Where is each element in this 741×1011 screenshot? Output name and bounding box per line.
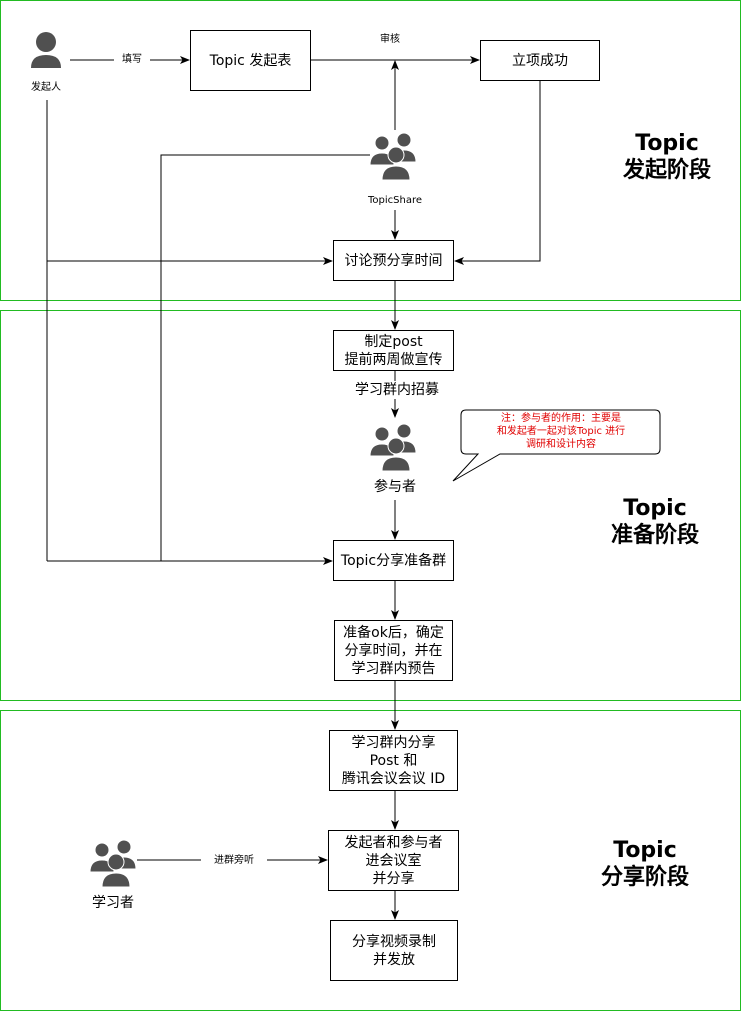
enter-meeting-box: 发起者和参与者 进会议室 并分享 [328, 830, 459, 891]
learners-group-icon [89, 839, 137, 888]
prep-group-box: Topic分享准备群 [333, 540, 454, 581]
share-post-box: 学习群内分享 Post 和 腾讯会议会议 ID [329, 730, 458, 791]
topic-form-box: Topic 发起表 [190, 30, 311, 91]
edge-approved-discuss [454, 81, 541, 265]
stage-title-sharing: Topic 分享阶段 [600, 838, 689, 890]
participants-group-icon [369, 423, 417, 472]
topicshare-group-icon [369, 132, 417, 181]
make-post-box: 制定post 提前两周做宣传 [333, 330, 454, 371]
announce-box: 准备ok后，确定 分享时间，并在 学习群内预告 [334, 620, 453, 681]
participants-label: 参与者 [374, 479, 416, 495]
edge-topicshare-prep [160, 154, 370, 561]
discuss-time-box: 讨论预分享时间 [333, 240, 454, 281]
participant-role-note: 注：参与者的作用：主要是 和发起者一起对该Topic 进行 调研和设计内容 [496, 413, 626, 450]
initiator-icon [31, 32, 61, 68]
record-box: 分享视频录制 并发放 [330, 920, 458, 981]
edge-label-fill: 填写 [114, 53, 150, 66]
approved-box: 立项成功 [480, 40, 600, 81]
edge-label-recruit: 学习群内招募 [340, 381, 454, 399]
edge-label-review: 审核 [380, 34, 400, 45]
initiator-label: 发起人 [31, 82, 61, 93]
stage-title-initiation: Topic 发起阶段 [622, 131, 711, 183]
topicshare-label: TopicShare [367, 195, 422, 206]
stage-title-preparation: Topic 准备阶段 [610, 496, 699, 548]
edge-label-join-listen: 进群旁听 [201, 854, 267, 867]
learners-label: 学习者 [92, 895, 134, 911]
note-callout [452, 409, 661, 482]
